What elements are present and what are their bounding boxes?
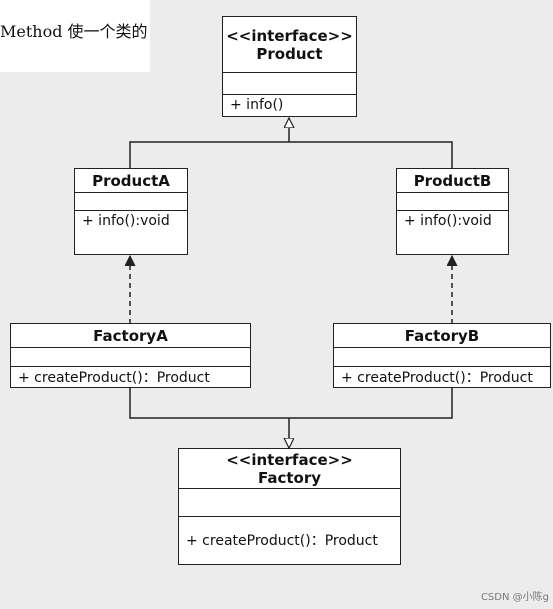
product-header: <<interface>> Product [223,17,356,73]
product-interface-box: <<interface>> Product + info() [222,16,357,117]
product-a-box: ProductA + info():void [74,168,188,255]
product-b-operations: + info():void [397,211,508,253]
factory-a-name: FactoryA [11,324,250,348]
product-b-operation: + info():void [404,213,492,229]
factory-stereotype: <<interface>> [226,450,353,469]
factory-header: <<interface>> Factory [179,449,400,489]
factory-attributes [179,489,400,517]
factory-a-operations: + createProduct()：Product [11,367,250,386]
product-b-attributes [397,193,508,211]
product-a-attributes [75,193,187,211]
factory-b-operations: + createProduct()：Product [334,367,550,386]
factory-b-operation: + createProduct()：Product [341,369,533,386]
factory-a-box: FactoryA + createProduct()：Product [10,323,251,388]
product-a-operations: + info():void [75,211,187,253]
factory-a-attributes [11,348,250,367]
product-b-name: ProductB [397,169,508,193]
factory-interface-box: <<interface>> Factory + createProduct()：… [178,448,401,565]
factory-b-name: FactoryB [334,324,550,348]
factory-a-operation: + createProduct()：Product [18,369,210,386]
product-a-operation: + info():void [82,213,170,229]
factory-b-box: FactoryB + createProduct()：Product [333,323,551,388]
product-a-name: ProductA [75,169,187,193]
product-generalization [129,118,453,170]
factory-operations: + createProduct()：Product [179,517,400,563]
product-name: Product [256,44,323,63]
product-attributes [223,73,356,95]
product-b-box: ProductB + info():void [396,168,509,255]
header-caption: Method 使一个类的 [0,0,150,72]
factory-b-attributes [334,348,550,367]
product-stereotype: <<interface>> [226,26,353,45]
product-operation: + info() [230,97,284,113]
factory-realization [129,388,453,448]
watermark-text: CSDN @小陈g [480,592,549,603]
product-operations: + info() [223,95,356,115]
factory-operation: + createProduct()：Product [186,533,378,549]
factory-name: Factory [257,468,322,487]
